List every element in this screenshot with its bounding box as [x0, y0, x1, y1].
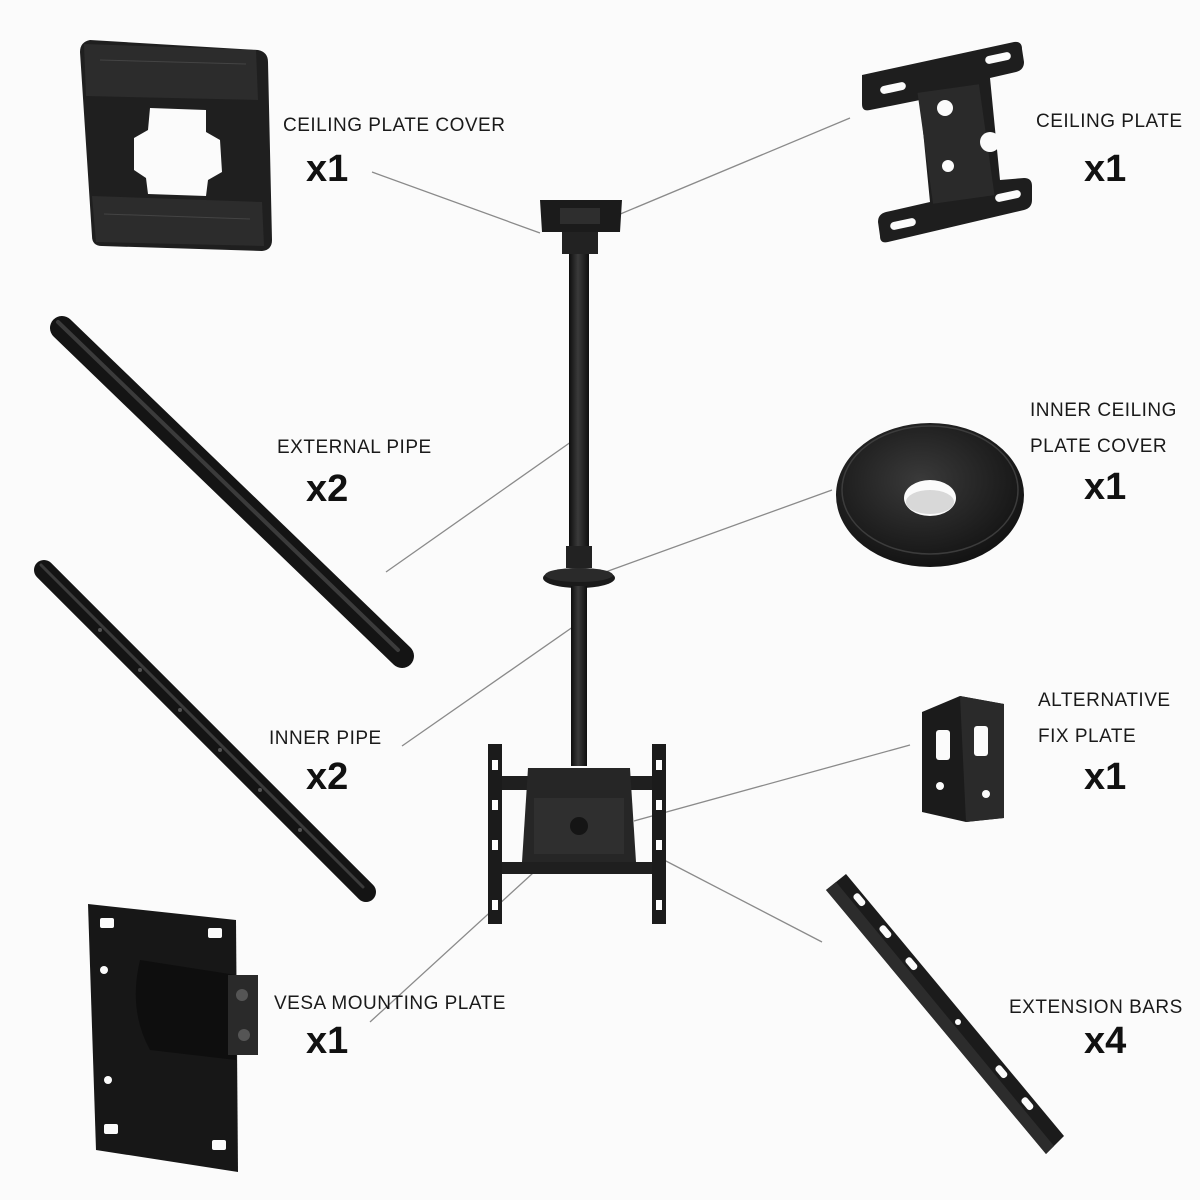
leader-line-extension-bars [663, 859, 823, 943]
part-label: FIX PLATE [1038, 726, 1137, 747]
inner-pipe-image [34, 560, 376, 902]
leader-line-inner-pipe [401, 621, 581, 747]
part-label: EXTERNAL PIPE [277, 437, 432, 458]
vesa-mounting-plate-image [88, 904, 258, 1172]
part-quantity: x4 [1084, 1020, 1127, 1062]
inner-ceiling-plate-cover-image [836, 423, 1024, 567]
leader-line-ceiling-plate-cover [371, 171, 541, 234]
part-label: ALTERNATIVE [1038, 690, 1171, 711]
extension-bar-image [826, 874, 1064, 1154]
part-quantity: x1 [1084, 756, 1127, 798]
part-label: INNER PIPE [269, 728, 382, 749]
leader-line-vesa-mounting-plate [369, 851, 557, 1023]
ceiling-plate-image [862, 41, 1032, 243]
part-quantity: x1 [306, 1020, 349, 1062]
leader-lines [369, 117, 911, 1023]
part-label: VESA MOUNTING PLATE [274, 993, 506, 1014]
assembled-mount-image [488, 200, 666, 924]
part-label: EXTENSION BARS [1009, 997, 1183, 1018]
leader-line-alternative-fix-plate [633, 744, 911, 822]
leader-line-ceiling-plate [605, 117, 851, 221]
external-pipe-image [50, 316, 414, 668]
ceiling-plate-cover-image [80, 40, 272, 251]
part-quantity: x2 [306, 756, 349, 798]
part-label: CEILING PLATE COVER [283, 115, 506, 136]
leader-line-external-pipe [385, 436, 579, 573]
part-quantity: x2 [306, 468, 349, 510]
alternative-fix-plate-image [922, 696, 1004, 822]
part-label: INNER CEILING [1030, 400, 1177, 421]
part-quantity: x1 [306, 148, 349, 190]
part-label: CEILING PLATE [1036, 111, 1183, 132]
leader-line-inner-ceiling-plate-cover [599, 489, 833, 575]
part-quantity: x1 [1084, 148, 1127, 190]
part-label: PLATE COVER [1030, 436, 1168, 457]
part-quantity: x1 [1084, 466, 1127, 508]
